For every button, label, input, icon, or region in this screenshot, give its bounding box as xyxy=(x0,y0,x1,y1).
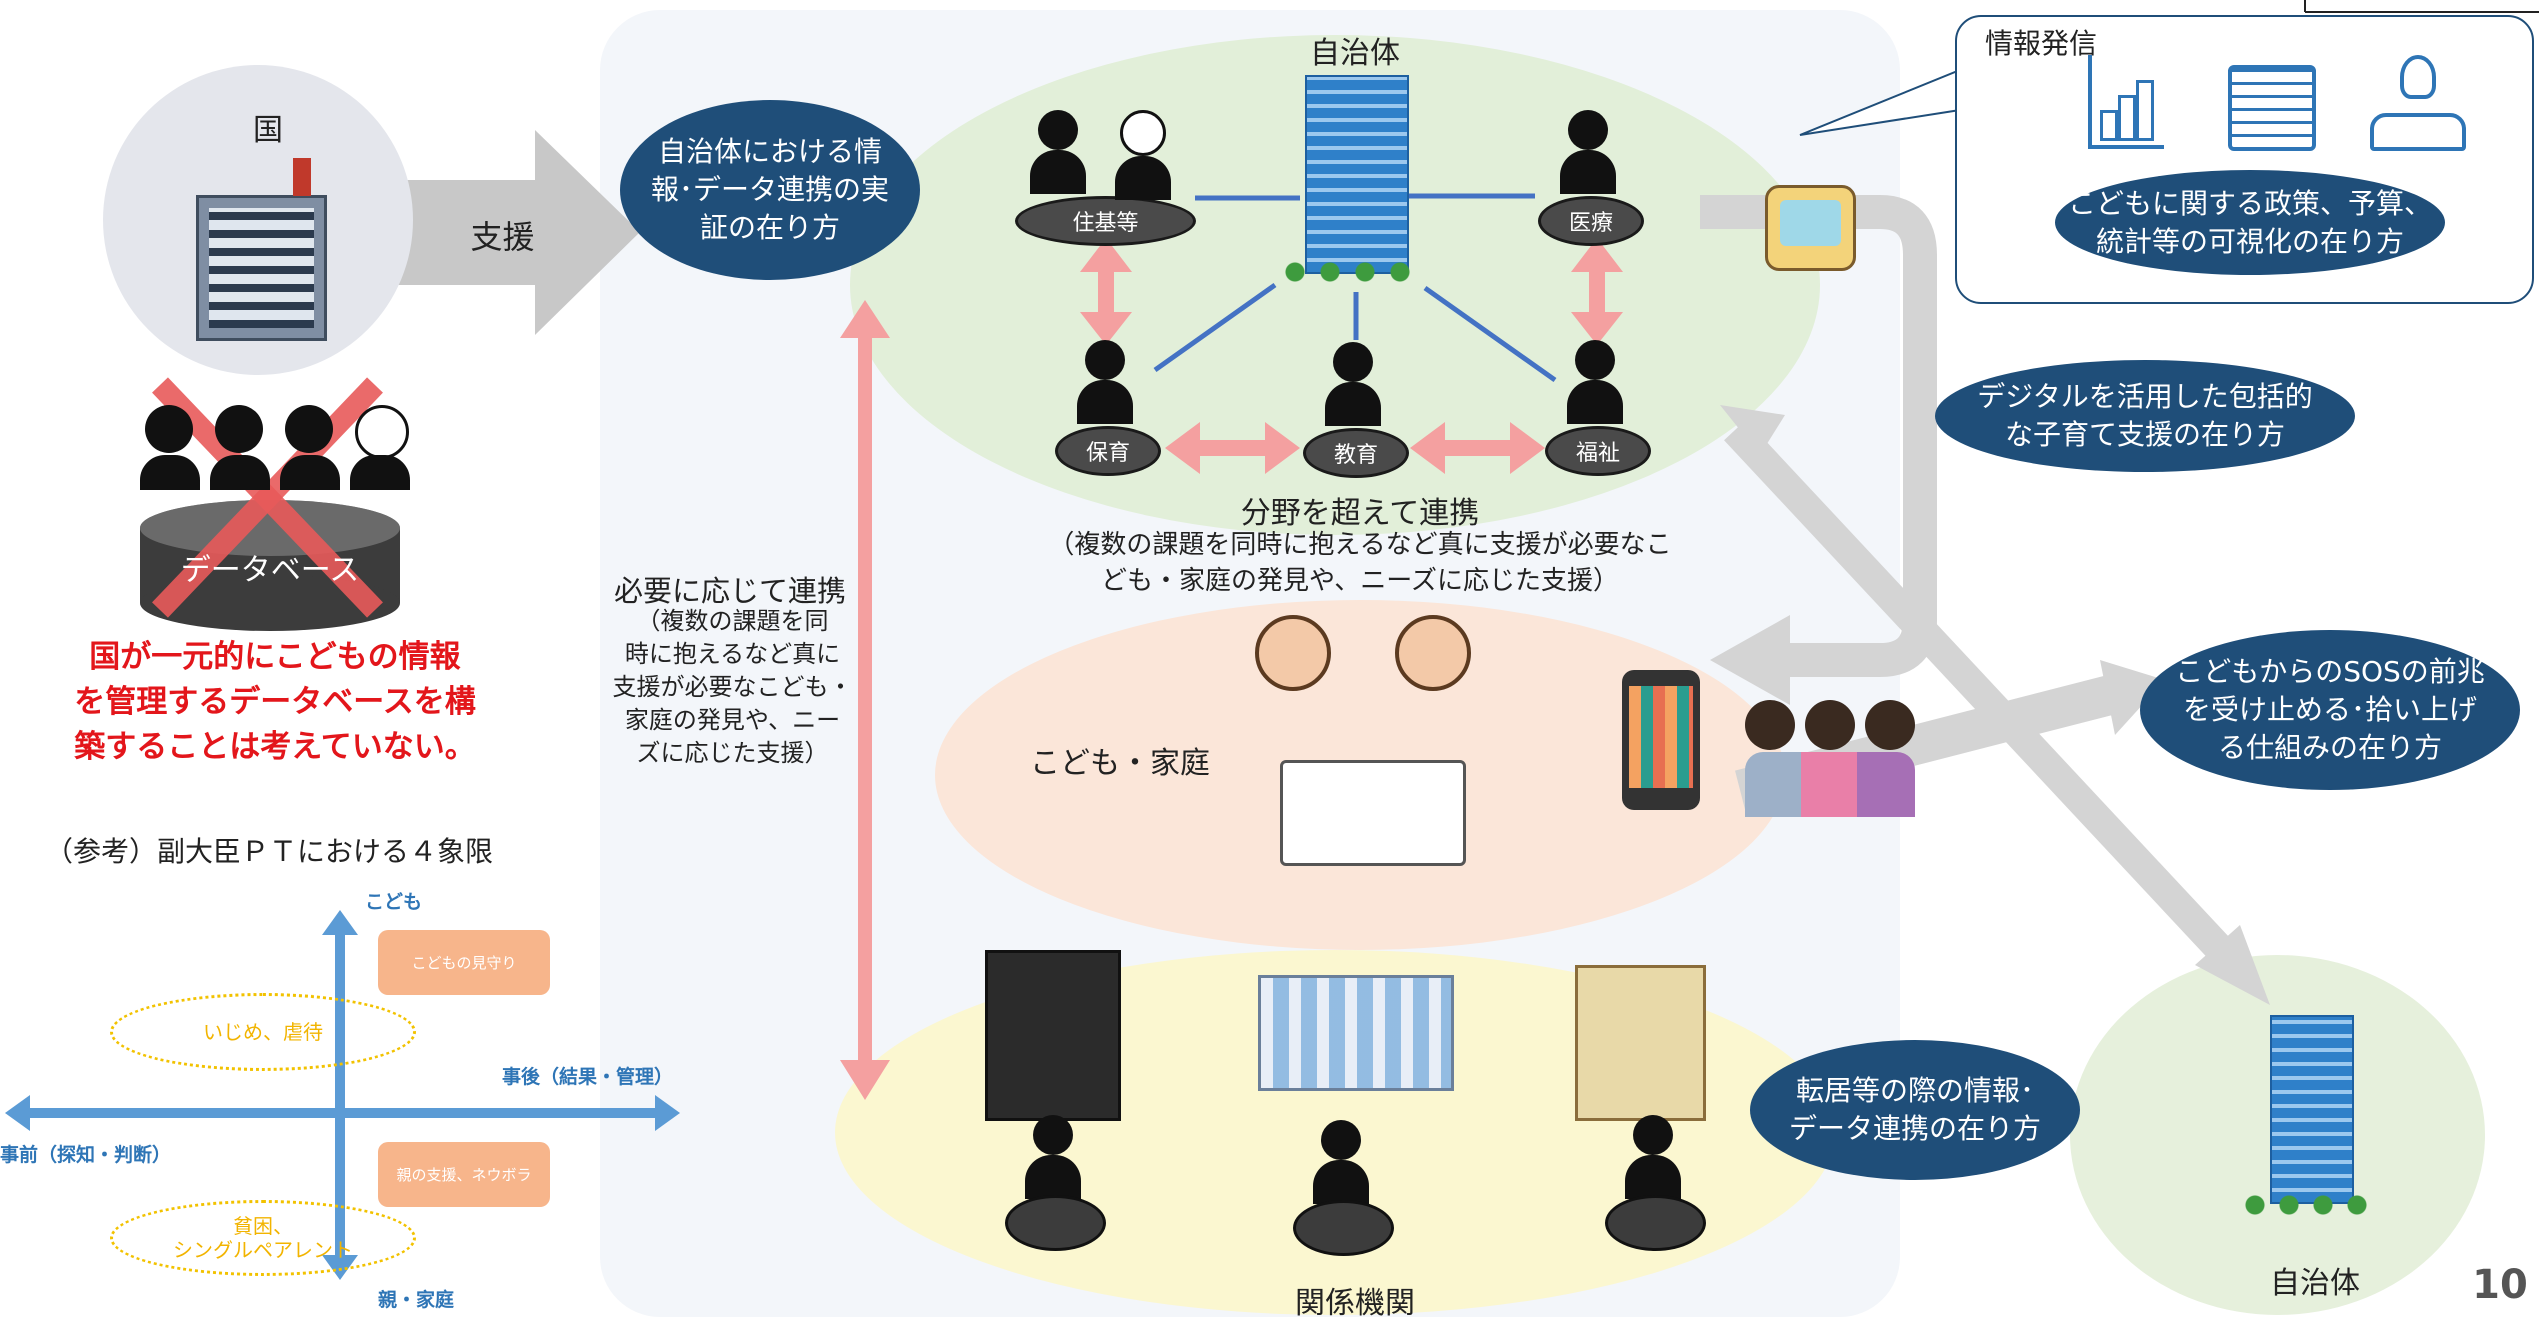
family-icons xyxy=(1255,615,1485,705)
oval-sos: こどもからのSOSの前兆 を受け止める･拾い上げ る仕組みの在り方 xyxy=(2140,630,2520,790)
note-poverty: 貧困、 シングルペアレント xyxy=(110,1200,416,1276)
axis-right-label: 事後（結果・管理） xyxy=(502,1066,674,1088)
database-label: データベース xyxy=(180,553,360,588)
smartphone-icon xyxy=(1622,670,1700,810)
children-icons xyxy=(1745,700,1925,820)
municipality-title: 自治体 xyxy=(1310,36,1400,71)
node-welfare: 福祉 xyxy=(1545,426,1651,476)
oval-demo: 自治体における情 報･データ連携の実 証の在り方 xyxy=(620,100,920,280)
note-bullying: いじめ、虐待 xyxy=(110,993,416,1071)
note-parent-support: 親の支援、ネウボラ xyxy=(378,1142,550,1207)
apartment-icon xyxy=(1575,965,1706,1121)
reference-title: （参考）副大臣ＰＴにおける４象限 xyxy=(45,835,494,868)
node-education: 教育 xyxy=(1303,428,1409,478)
municipality-building-icon xyxy=(1305,75,1409,274)
cross-field-title: 分野を超えて連携 xyxy=(1240,496,1480,531)
loop-arrow xyxy=(1700,195,1937,677)
chart-up-icon xyxy=(2088,55,2164,149)
national-title: 国 xyxy=(253,113,283,148)
family-label: こども・家庭 xyxy=(1030,746,1210,781)
support-label: 支援 xyxy=(470,218,535,256)
national-note: 国が一元的にこどもの情報 を管理するデータベースを構 築することは考えていない。 xyxy=(74,639,476,765)
node-medical: 医療 xyxy=(1538,196,1644,246)
page-number: 10 xyxy=(2472,1262,2528,1308)
oval-visualization: こどもに関する政策、予算、 統計等の可視化の在り方 xyxy=(2055,170,2445,275)
oval-digital-support: デジタルを活用した包括的 な子育て支援の在り方 xyxy=(1935,360,2355,472)
other-tree-icons xyxy=(2245,1195,2380,1217)
node-resident-registry: 住基等 xyxy=(1015,196,1196,246)
other-municipality-label: 自治体 xyxy=(2270,1266,2360,1301)
axis-top-label: こども xyxy=(365,891,423,913)
oval-move-data: 転居等の際の情報･ データ連携の在り方 xyxy=(1750,1040,2080,1180)
tree-icons xyxy=(1285,262,1425,284)
note-watch: こどもの見守り xyxy=(378,930,550,995)
support-arrow xyxy=(395,130,640,335)
other-municipality-building-icon xyxy=(2270,1015,2354,1204)
node-childcare: 保育 xyxy=(1055,426,1161,476)
axis-bottom-label: 親・家庭 xyxy=(378,1289,455,1311)
info-title: 情報発信 xyxy=(1985,27,2098,60)
side-link-desc: （複数の課題を同 時に抱えるなど真に 支援が必要なこども・ 家庭の発見や、ニー … xyxy=(612,607,853,767)
school-icon xyxy=(1258,975,1454,1091)
side-link-title: 必要に応じて連携 xyxy=(613,574,846,608)
axis-left-label: 事前（探知・判断） xyxy=(0,1144,172,1166)
document-icon xyxy=(2228,65,2316,151)
cross-field-desc: （複数の課題を同時に抱えるなど真に支援が必要なこ ども・家庭の発見や、ニーズに応… xyxy=(1048,530,1672,596)
antenna-icon xyxy=(293,158,311,196)
people-icons xyxy=(140,405,410,490)
idea-people-icon xyxy=(2370,55,2466,151)
government-building-icon xyxy=(196,195,327,341)
tablet-icon xyxy=(1280,760,1466,866)
meeting-icon xyxy=(985,950,1121,1121)
agencies-label: 関係機関 xyxy=(1295,1286,1415,1321)
monitor-icon xyxy=(1765,185,1856,271)
